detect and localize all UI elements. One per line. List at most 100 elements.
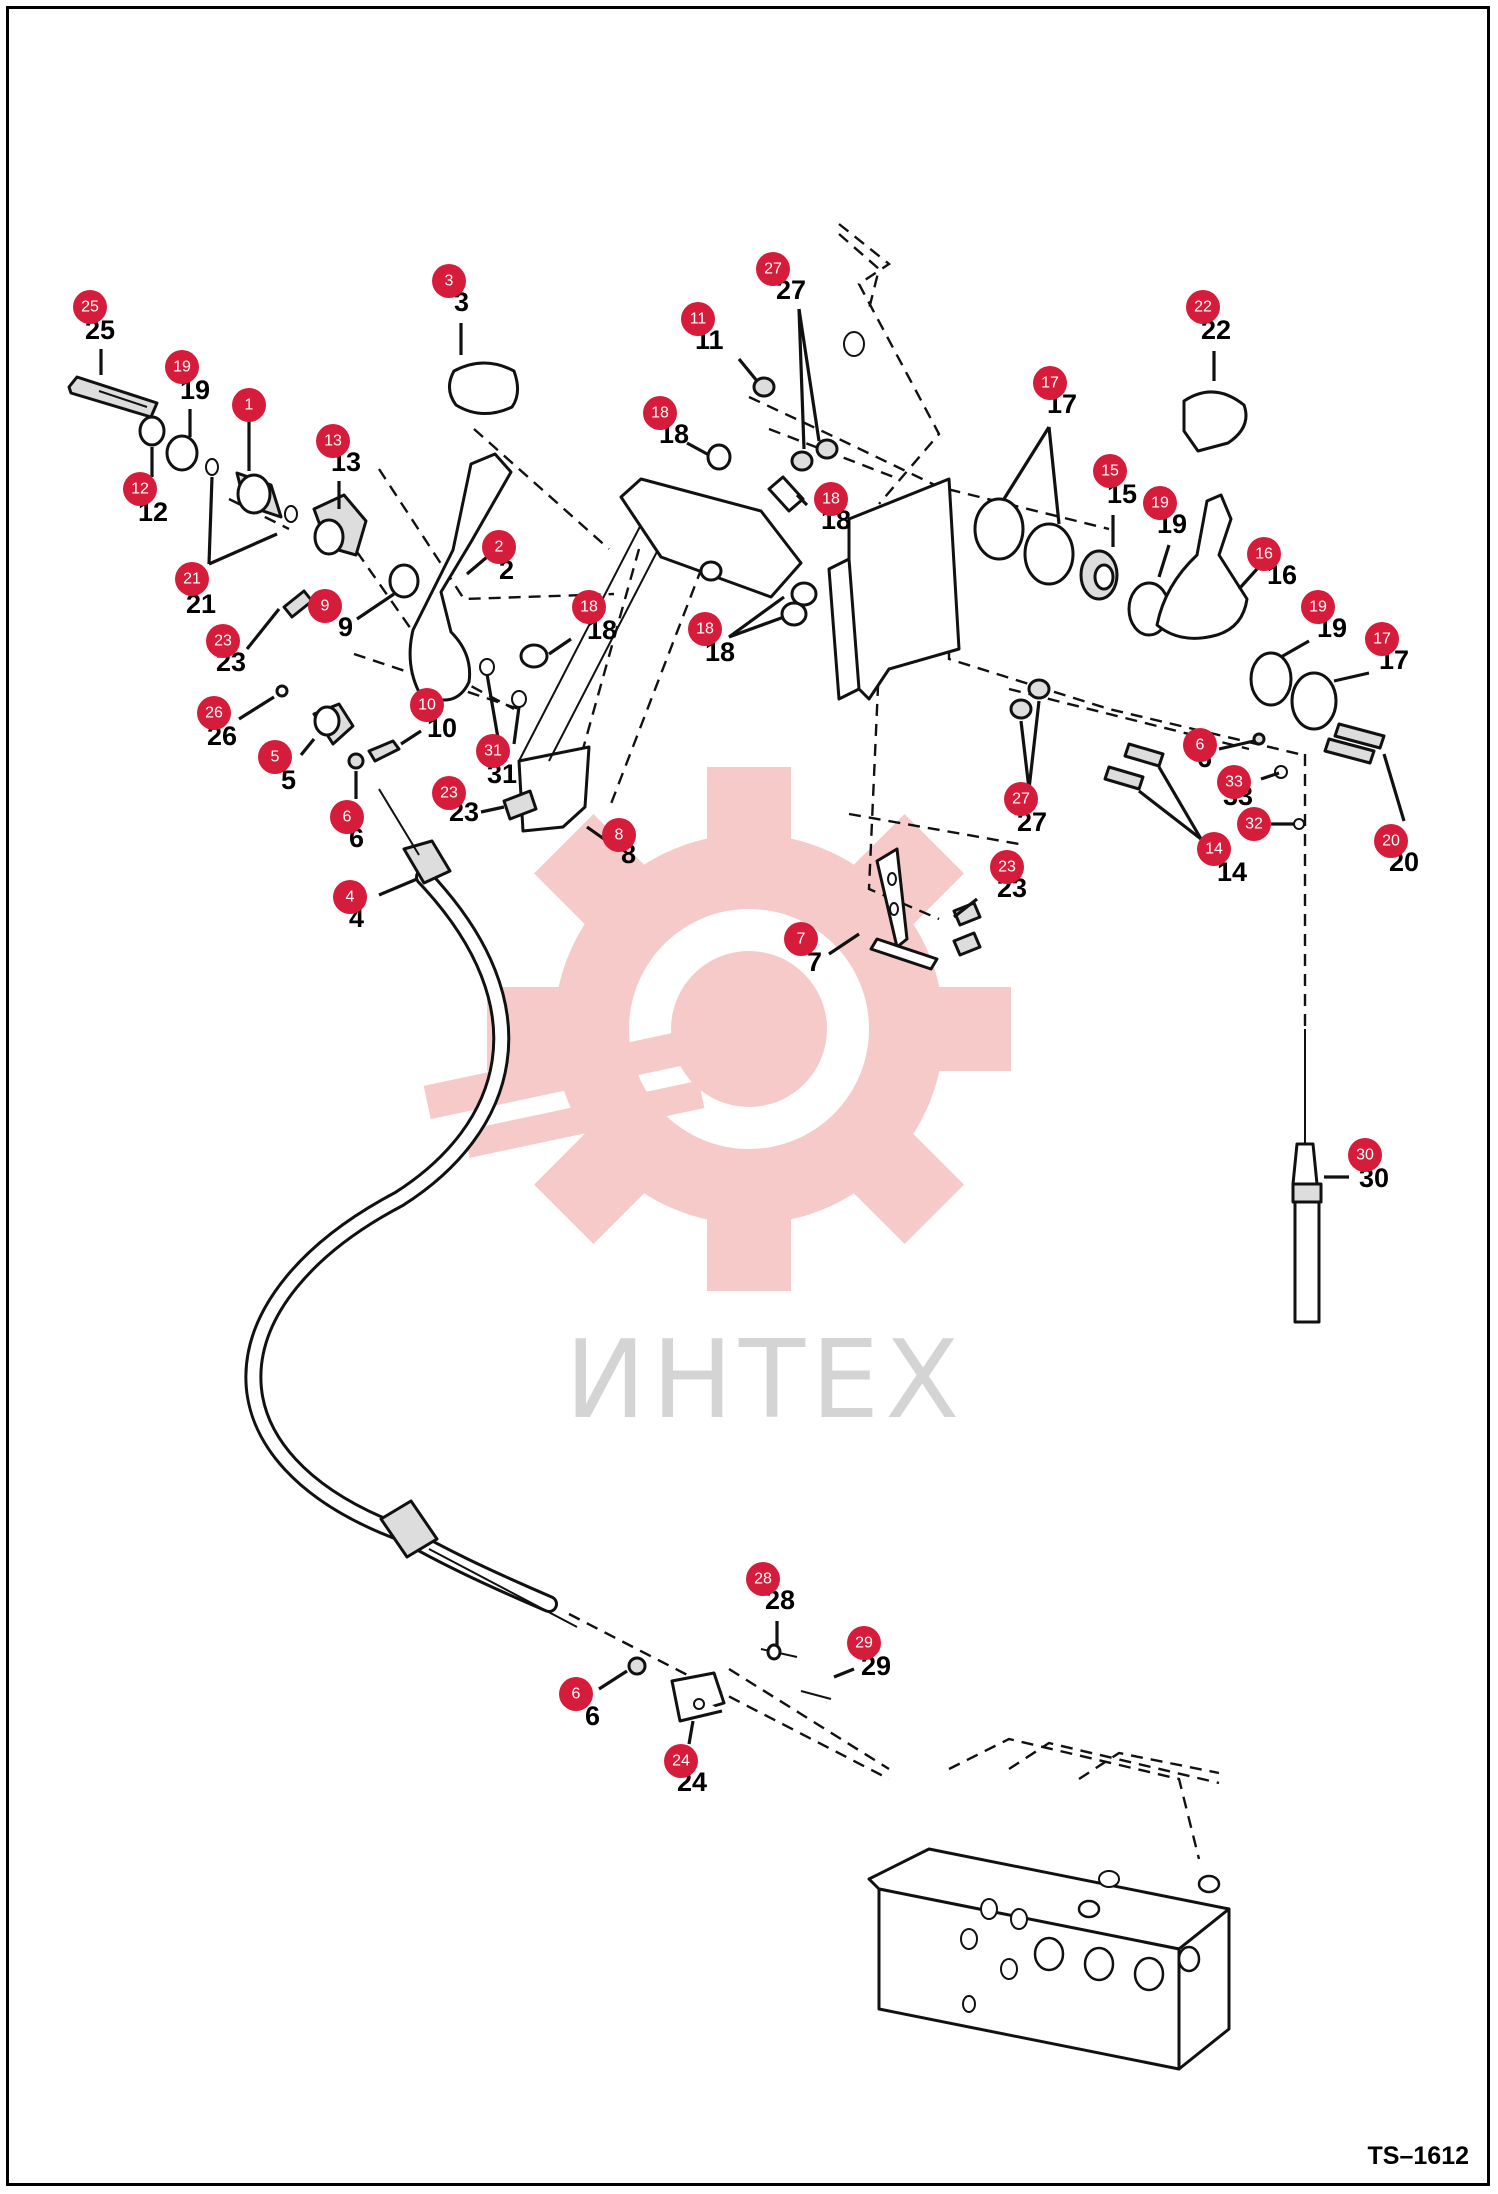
- part-knob-3: [448, 361, 519, 415]
- callout-badge-label-18b: 18: [651, 405, 669, 422]
- callout-badge-label-4: 4: [346, 889, 355, 906]
- callout-badge-label-22: 22: [1194, 299, 1212, 316]
- callout-badge-label-7: 7: [797, 931, 806, 948]
- callout-badge-18b[interactable]: 18: [643, 396, 677, 430]
- callout-badge-18d[interactable]: 18: [688, 612, 722, 646]
- callout-badge-label-31: 31: [484, 743, 502, 760]
- part-sleeve-1: [235, 471, 283, 519]
- part-bolt-25: [67, 375, 159, 419]
- callout-badge-6a[interactable]: 6: [330, 800, 364, 834]
- callout-badge-16[interactable]: 16: [1247, 537, 1281, 571]
- callout-badge-20[interactable]: 20: [1374, 824, 1408, 858]
- part-nut-27b-1: [1009, 698, 1033, 720]
- callout-badge-23c[interactable]: 23: [990, 850, 1024, 884]
- callout-badge-19c[interactable]: 19: [1301, 590, 1335, 624]
- leader-line-27a-b: [797, 308, 806, 450]
- leader-line-24: [687, 1720, 695, 1745]
- leader-line-17b: [1333, 671, 1370, 683]
- part-disc-17a-2: [1023, 522, 1075, 586]
- leader-line-18d-b: [728, 615, 785, 639]
- leader-line-33: [1260, 771, 1280, 781]
- leader-line-18a: [548, 637, 572, 656]
- callout-badge-label-17b: 17: [1373, 631, 1391, 648]
- part-bolt-14-2: [1103, 765, 1145, 791]
- leader-line-21: [207, 476, 214, 565]
- callout-badge-21[interactable]: 21: [175, 562, 209, 596]
- part-pin-33: [1274, 765, 1288, 779]
- leader-line-23b: [480, 805, 505, 814]
- leader-line-23c: [953, 897, 978, 919]
- callout-badge-11[interactable]: 11: [681, 302, 715, 336]
- callout-badge-label-2: 2: [495, 539, 504, 556]
- callout-badge-12[interactable]: 12: [123, 472, 157, 506]
- part-bracket-7: [869, 847, 939, 971]
- callout-badge-30[interactable]: 30: [1348, 1138, 1382, 1172]
- callout-badge-29[interactable]: 29: [847, 1626, 881, 1660]
- callout-badge-28[interactable]: 28: [746, 1562, 780, 1596]
- exploded-parts-diagram: ИНТЕХ: [67, 223, 1419, 2071]
- part-cotter-29: [800, 1690, 832, 1700]
- leader-line-21-b: [208, 532, 278, 566]
- leader-line-27a: [797, 308, 821, 442]
- callout-badge-label-19a: 19: [173, 359, 191, 376]
- callout-badge-8[interactable]: 8: [602, 818, 636, 852]
- callout-badge-22[interactable]: 22: [1186, 290, 1220, 324]
- callout-badge-23b[interactable]: 23: [432, 776, 466, 810]
- callout-badge-18c[interactable]: 18: [814, 482, 848, 516]
- callout-badge-19b[interactable]: 19: [1143, 486, 1177, 520]
- callout-badge-label-11: 11: [690, 311, 707, 328]
- callout-badge-27b[interactable]: 27: [1004, 782, 1038, 816]
- callout-badge-17a[interactable]: 17: [1033, 366, 1067, 400]
- callout-badge-label-18a: 18: [580, 599, 598, 616]
- callout-badge-label-27a: 27: [764, 261, 782, 278]
- callout-badge-23a[interactable]: 23: [206, 624, 240, 658]
- part-bushing-19: [165, 434, 199, 472]
- callout-badge-32[interactable]: 32: [1237, 807, 1271, 841]
- callout-badge-33[interactable]: 33: [1217, 765, 1251, 799]
- part-lever-16: [1155, 493, 1249, 640]
- callout-badge-1[interactable]: 1: [232, 388, 266, 422]
- watermark-text: ИНТЕХ: [565, 1318, 965, 1443]
- callout-badge-13[interactable]: 13: [316, 424, 350, 458]
- callout-badge-label-6c: 6: [572, 1686, 581, 1703]
- part-cable-4: [244, 788, 578, 1628]
- callout-badge-18a[interactable]: 18: [572, 590, 606, 624]
- callout-badge-3[interactable]: 3: [432, 264, 466, 298]
- callout-badge-17b[interactable]: 17: [1365, 622, 1399, 656]
- leader-line-31-b: [512, 706, 521, 745]
- callout-badge-14[interactable]: 14: [1197, 832, 1231, 866]
- part-clevis-5: [312, 702, 355, 746]
- callout-badge-10[interactable]: 10: [410, 688, 444, 722]
- part-number-9: 9: [338, 612, 353, 642]
- diagram-frame: ИНТЕХ: [6, 6, 1490, 2186]
- leader-line-18d: [728, 595, 785, 639]
- part-washer-19c: [1249, 651, 1293, 707]
- callout-badge-label-30: 30: [1356, 1147, 1374, 1164]
- leader-line-18b: [686, 441, 710, 457]
- callout-badge-2[interactable]: 2: [482, 530, 516, 564]
- callout-badge-6b[interactable]: 6: [1183, 728, 1217, 762]
- callout-badge-24[interactable]: 24: [664, 1744, 698, 1778]
- callout-badge-6c[interactable]: 6: [559, 1677, 593, 1711]
- callout-badge-31[interactable]: 31: [476, 734, 510, 768]
- callout-badge-label-19c: 19: [1309, 599, 1327, 616]
- callout-badge-19a[interactable]: 19: [165, 350, 199, 384]
- leader-line-18c: [795, 493, 809, 507]
- leader-line-31: [485, 673, 501, 745]
- leader-line-29: [833, 1667, 855, 1679]
- callout-badge-7[interactable]: 7: [784, 922, 818, 956]
- part-control-valve: [867, 1737, 1231, 2071]
- callout-badge-5[interactable]: 5: [258, 740, 292, 774]
- callout-badge-27a[interactable]: 27: [756, 252, 790, 286]
- part-nut-11: [752, 376, 776, 398]
- leader-line-6c: [598, 1669, 628, 1691]
- callout-badge-15[interactable]: 15: [1093, 454, 1127, 488]
- callout-badge-26[interactable]: 26: [197, 696, 231, 730]
- callout-badge-9[interactable]: 9: [308, 589, 342, 623]
- callout-badge-25[interactable]: 25: [73, 290, 107, 324]
- leader-line-19c: [1280, 639, 1310, 659]
- part-nut-18b: [706, 443, 732, 471]
- part-lever-2: [408, 452, 513, 702]
- callout-badge-4[interactable]: 4: [333, 880, 367, 914]
- part-bushing-9: [388, 563, 420, 599]
